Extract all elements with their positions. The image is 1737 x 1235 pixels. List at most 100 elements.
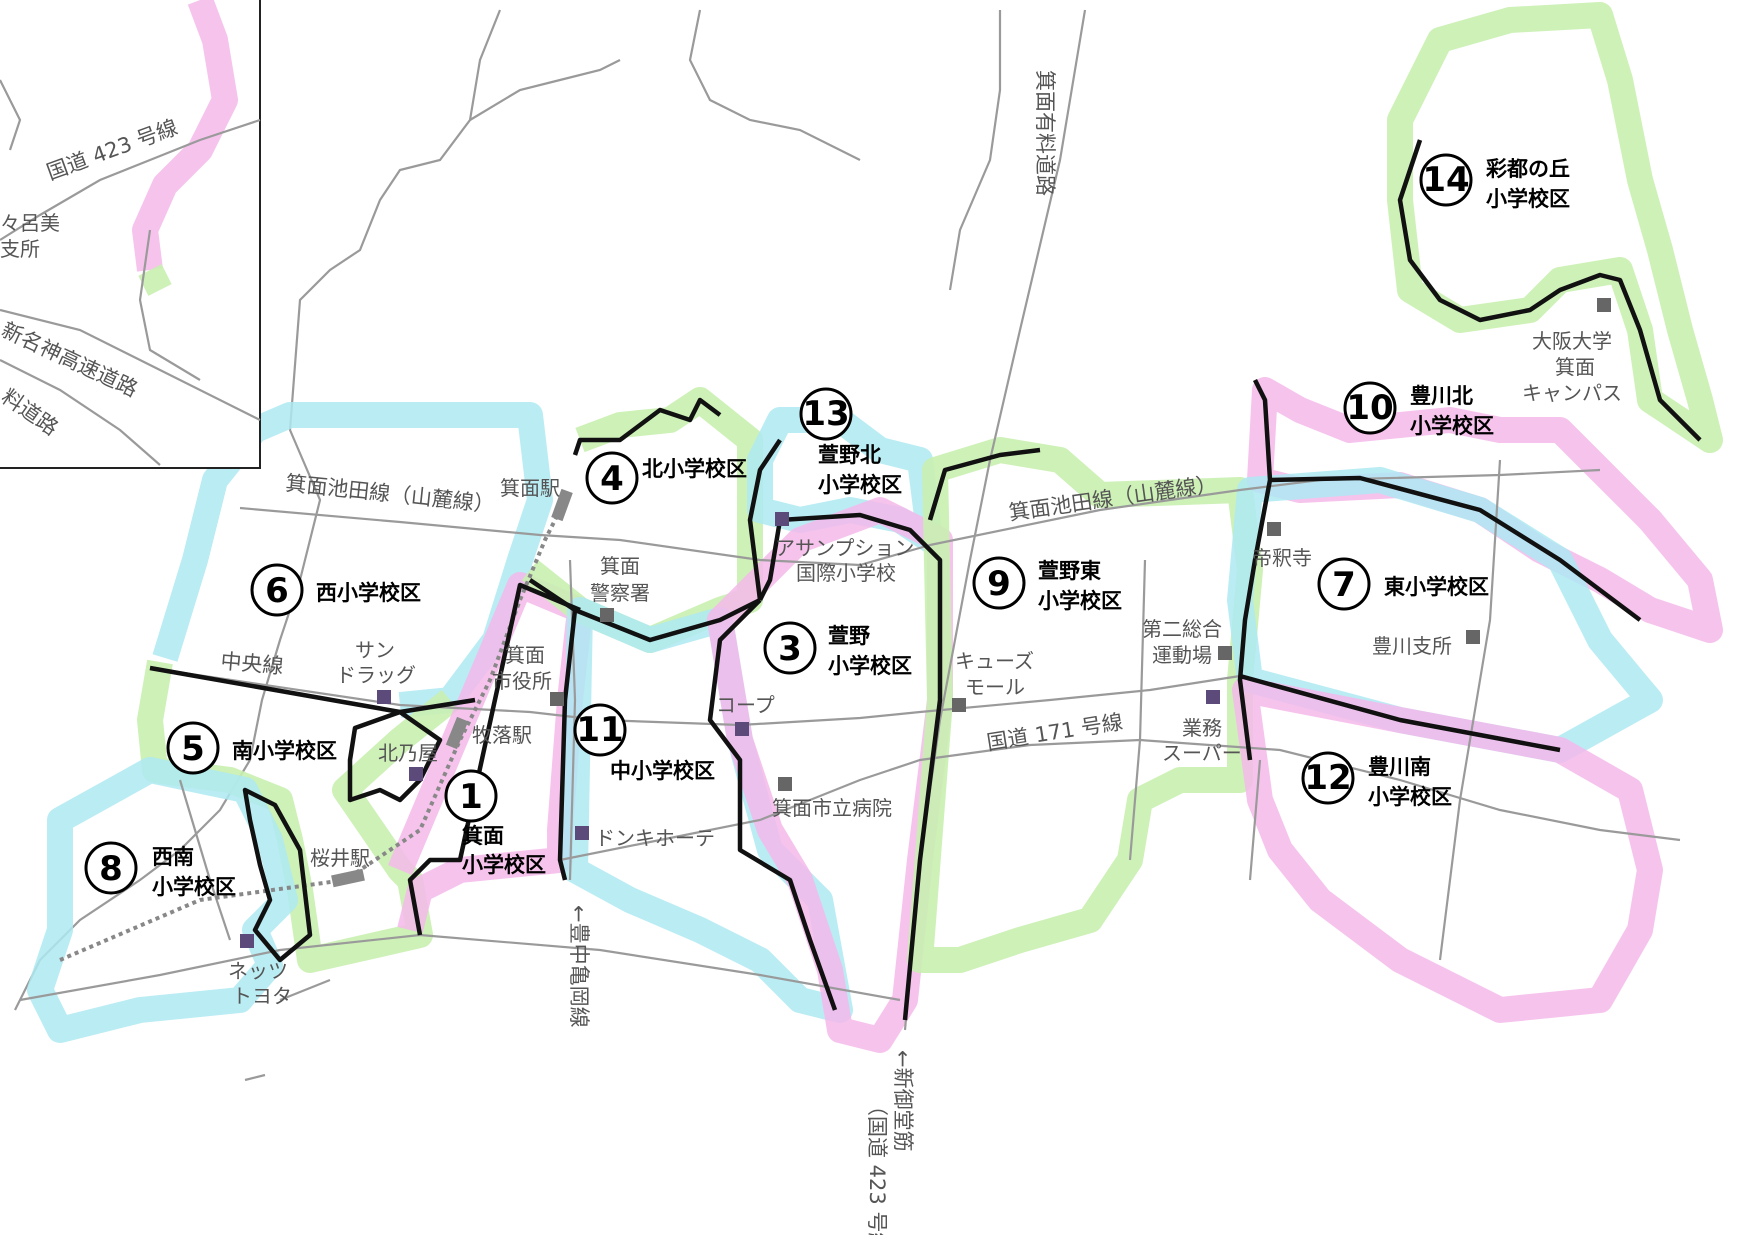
district-boundaries xyxy=(149,139,1702,1021)
hospital-label: 箕面市立病院 xyxy=(772,796,892,820)
district-4-name: 北小学校区 xyxy=(642,457,747,481)
city-hall-marker xyxy=(550,692,564,706)
district-10-number: 10 xyxy=(1346,388,1393,428)
district-10-name-2: 小学校区 xyxy=(1410,414,1494,438)
district-6: 6 西小学校区 xyxy=(250,563,421,617)
chuo-line-label: 中央線 xyxy=(220,649,285,678)
shinmido-sub-label: （国道 423 号線） xyxy=(865,1095,889,1235)
district-13-name-2: 小学校区 xyxy=(818,473,902,497)
qs-mall-label-2: モール xyxy=(965,675,1025,699)
district-8-number: 8 xyxy=(99,849,123,889)
sundrug-marker xyxy=(377,690,391,704)
ikeda-line-west-label: 箕面池田線（山麓線） xyxy=(284,471,495,517)
toyokawa-branch-marker xyxy=(1466,630,1480,644)
district-3-name-2: 小学校区 xyxy=(828,654,912,678)
district-4: 4 北小学校区 xyxy=(585,451,747,505)
district-labels: 1 箕面 小学校区 3 萱野 小学校区 4 北小学校区 5 南小学校区 6 西小… xyxy=(84,153,1570,899)
district-6-number: 6 xyxy=(265,571,289,611)
district-14-name: 彩都の丘 xyxy=(1485,157,1570,181)
taishakuji-marker xyxy=(1267,522,1281,536)
district-6-name: 西小学校区 xyxy=(316,581,421,605)
places: 箕面駅 箕面 警察署 アサンプション 国際小学校 サン ドラッグ 箕面 市役所 … xyxy=(228,298,1622,1008)
assumption-school-label-1: アサンプション xyxy=(775,536,914,560)
district-13-name: 萱野北 xyxy=(818,443,881,467)
inset-map: 国道 423 号線 新名神高速道路 料道路 々呂美 支所 xyxy=(0,0,261,469)
district-5-name: 南小学校区 xyxy=(232,739,337,763)
sakurai-station-label: 桜井駅 xyxy=(310,846,370,870)
district-10-name: 豊川北 xyxy=(1410,384,1473,408)
sakurai-station-marker xyxy=(331,868,365,888)
district-12: 12 豊川南 小学校区 xyxy=(1301,751,1452,809)
district-12-number: 12 xyxy=(1304,758,1351,798)
kitanoya-label: 北乃屋 xyxy=(378,741,438,765)
makiochi-station-marker xyxy=(445,716,469,750)
city-outline xyxy=(14,9,1002,1082)
sports-ground-marker xyxy=(1218,646,1232,660)
assumption-school-label-2: 国際小学校 xyxy=(796,561,896,585)
gyomu-super-marker xyxy=(1206,690,1220,704)
shinmido-label: ←新御堂筋 xyxy=(891,1050,915,1152)
district-12-name: 豊川南 xyxy=(1368,755,1431,779)
coop-marker xyxy=(735,722,749,736)
gyomu-super-label-1: 業務 xyxy=(1182,716,1222,740)
roads xyxy=(19,9,1681,1031)
district-5: 5 南小学校区 xyxy=(166,721,337,775)
toyokawa-branch-label: 豊川支所 xyxy=(1372,634,1452,658)
district-7-number: 7 xyxy=(1332,565,1356,605)
district-9-number: 9 xyxy=(987,564,1011,604)
district-1-name-2: 小学校区 xyxy=(462,853,546,877)
inset-branch-label-2: 支所 xyxy=(0,237,40,261)
police-station-marker xyxy=(600,608,614,622)
assumption-school-marker xyxy=(775,512,789,526)
coop-label: コープ xyxy=(716,693,775,717)
sports-ground-label-1: 第二総合 xyxy=(1142,617,1222,641)
city-hall-label-1: 箕面 xyxy=(505,643,545,667)
sundrug-label-2: ドラッグ xyxy=(336,663,416,687)
district-11-name: 中小学校区 xyxy=(610,759,715,783)
inset-branch-label-1: 々呂美 xyxy=(0,211,60,235)
qs-mall-label-1: キューズ xyxy=(955,649,1034,673)
district-9-name: 萱野東 xyxy=(1038,559,1101,583)
district-13-number: 13 xyxy=(802,394,849,434)
netz-toyota-label-2: トヨタ xyxy=(232,984,292,1008)
district-11-number: 11 xyxy=(576,710,623,750)
district-14-number: 14 xyxy=(1422,160,1469,200)
district-8: 8 西南 小学校区 xyxy=(84,841,236,899)
district-9-name-2: 小学校区 xyxy=(1038,589,1122,613)
district-9: 9 萱野東 小学校区 xyxy=(972,556,1122,613)
district-12-name-2: 小学校区 xyxy=(1368,785,1452,809)
qs-mall-marker xyxy=(952,698,966,712)
district-8-name-2: 小学校区 xyxy=(152,875,236,899)
police-station-label-2: 警察署 xyxy=(590,581,650,605)
netz-toyota-marker xyxy=(240,934,254,948)
city-hall-label-2: 市役所 xyxy=(492,669,552,693)
district-3-name: 萱野 xyxy=(828,624,870,648)
district-14: 14 彩都の丘 小学校区 xyxy=(1419,153,1570,211)
osaka-univ-label-1: 大阪大学 xyxy=(1532,329,1612,353)
toll-road-label: 箕面有料道路 xyxy=(1033,70,1057,196)
district-7-name: 東小学校区 xyxy=(1384,575,1489,599)
sports-ground-label-2: 運動場 xyxy=(1152,643,1212,667)
hospital-marker xyxy=(778,777,792,791)
minoo-station-label: 箕面駅 xyxy=(500,476,560,500)
district-4-number: 4 xyxy=(600,459,624,499)
ikeda-line-east-label: 箕面池田線（山麓線） xyxy=(1007,472,1218,525)
osaka-univ-label-2: 箕面 xyxy=(1555,355,1595,379)
osaka-univ-label-3: キャンパス xyxy=(1522,381,1622,405)
district-5-number: 5 xyxy=(181,729,205,769)
district-8-name: 西南 xyxy=(152,845,194,869)
minoo-station-marker xyxy=(551,488,573,522)
district-3-number: 3 xyxy=(778,629,802,669)
district-7: 7 東小学校区 xyxy=(1317,557,1489,611)
osaka-univ-marker xyxy=(1597,298,1611,312)
sundrug-label-1: サン xyxy=(355,638,395,662)
district-3: 3 萱野 小学校区 xyxy=(763,621,912,678)
gyomu-super-label-2: スーパー xyxy=(1162,741,1242,765)
district-11: 11 中小学校区 xyxy=(573,703,715,783)
district-1-name: 箕面 xyxy=(462,824,504,848)
district-13: 13 萱野北 小学校区 xyxy=(799,387,902,497)
district-1-number: 1 xyxy=(459,777,483,817)
kitanoya-marker xyxy=(409,767,423,781)
donki-label: ドンキホーテ xyxy=(595,826,715,850)
